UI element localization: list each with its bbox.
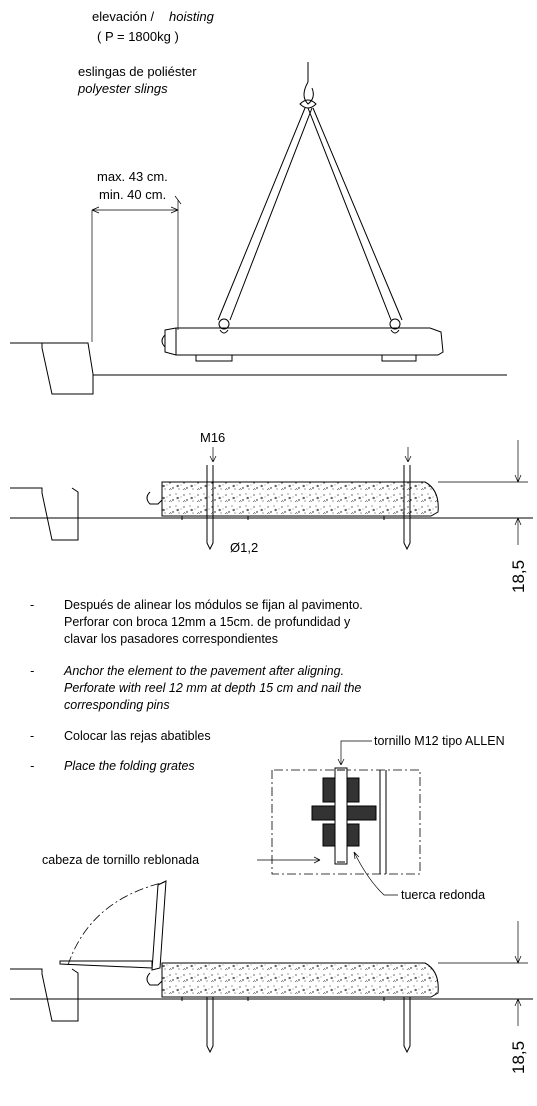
note-2-bullet: -: [30, 664, 34, 678]
slings-label-en: polyester slings: [77, 81, 168, 96]
hoisting-title-es: elevación /: [92, 9, 155, 24]
notes-section: - Después de alinear los módulos se fija…: [30, 598, 363, 773]
screw-label: tornillo M12 tipo ALLEN: [374, 734, 505, 748]
note-4-line-1: Place the folding grates: [64, 759, 195, 773]
grate-height: 18,5: [509, 1041, 528, 1074]
anchoring-height: 18,5: [509, 560, 528, 593]
slings-label-es: eslingas de poliéster: [78, 64, 197, 79]
hoisting-weight: ( P = 1800kg ): [97, 29, 179, 44]
hoisting-title-en: hoisting: [169, 9, 215, 24]
nut-label: tuerca redonda: [401, 888, 485, 902]
bolt-label: M16: [200, 430, 225, 445]
note-3-bullet: -: [30, 729, 34, 743]
note-2-line-2: Perforate with reel 12 mm at depth 15 cm…: [64, 681, 361, 695]
note-2-line-3: corresponding pins: [64, 698, 170, 712]
hoisting-section: elevación / hoisting ( P = 1800kg ) esli…: [10, 9, 507, 395]
note-1-line-3: clavar los pasadores correspondientes: [64, 632, 278, 646]
grate-section: 18,5: [10, 880, 533, 1074]
note-1-line-2: Perforar con broca 12mm a 15cm. de profu…: [64, 615, 351, 629]
note-1-bullet: -: [30, 598, 34, 612]
anchoring-section: M16 Ø1,2 18,5: [10, 430, 533, 593]
max-distance: max. 43 cm.: [97, 169, 168, 184]
note-4-bullet: -: [30, 759, 34, 773]
hinge-detail: tornillo M12 tipo ALLEN cabeza de tornil…: [42, 734, 505, 902]
note-2-line-1: Anchor the element to the pavement after…: [63, 664, 344, 678]
note-3-line-1: Colocar las rejas abatibles: [64, 729, 211, 743]
screw-head-label: cabeza de tornillo reblonada: [42, 853, 199, 867]
note-1-line-1: Después de alinear los módulos se fijan …: [64, 598, 363, 612]
pin-diameter: Ø1,2: [230, 540, 258, 555]
min-distance: min. 40 cm.: [99, 187, 166, 202]
